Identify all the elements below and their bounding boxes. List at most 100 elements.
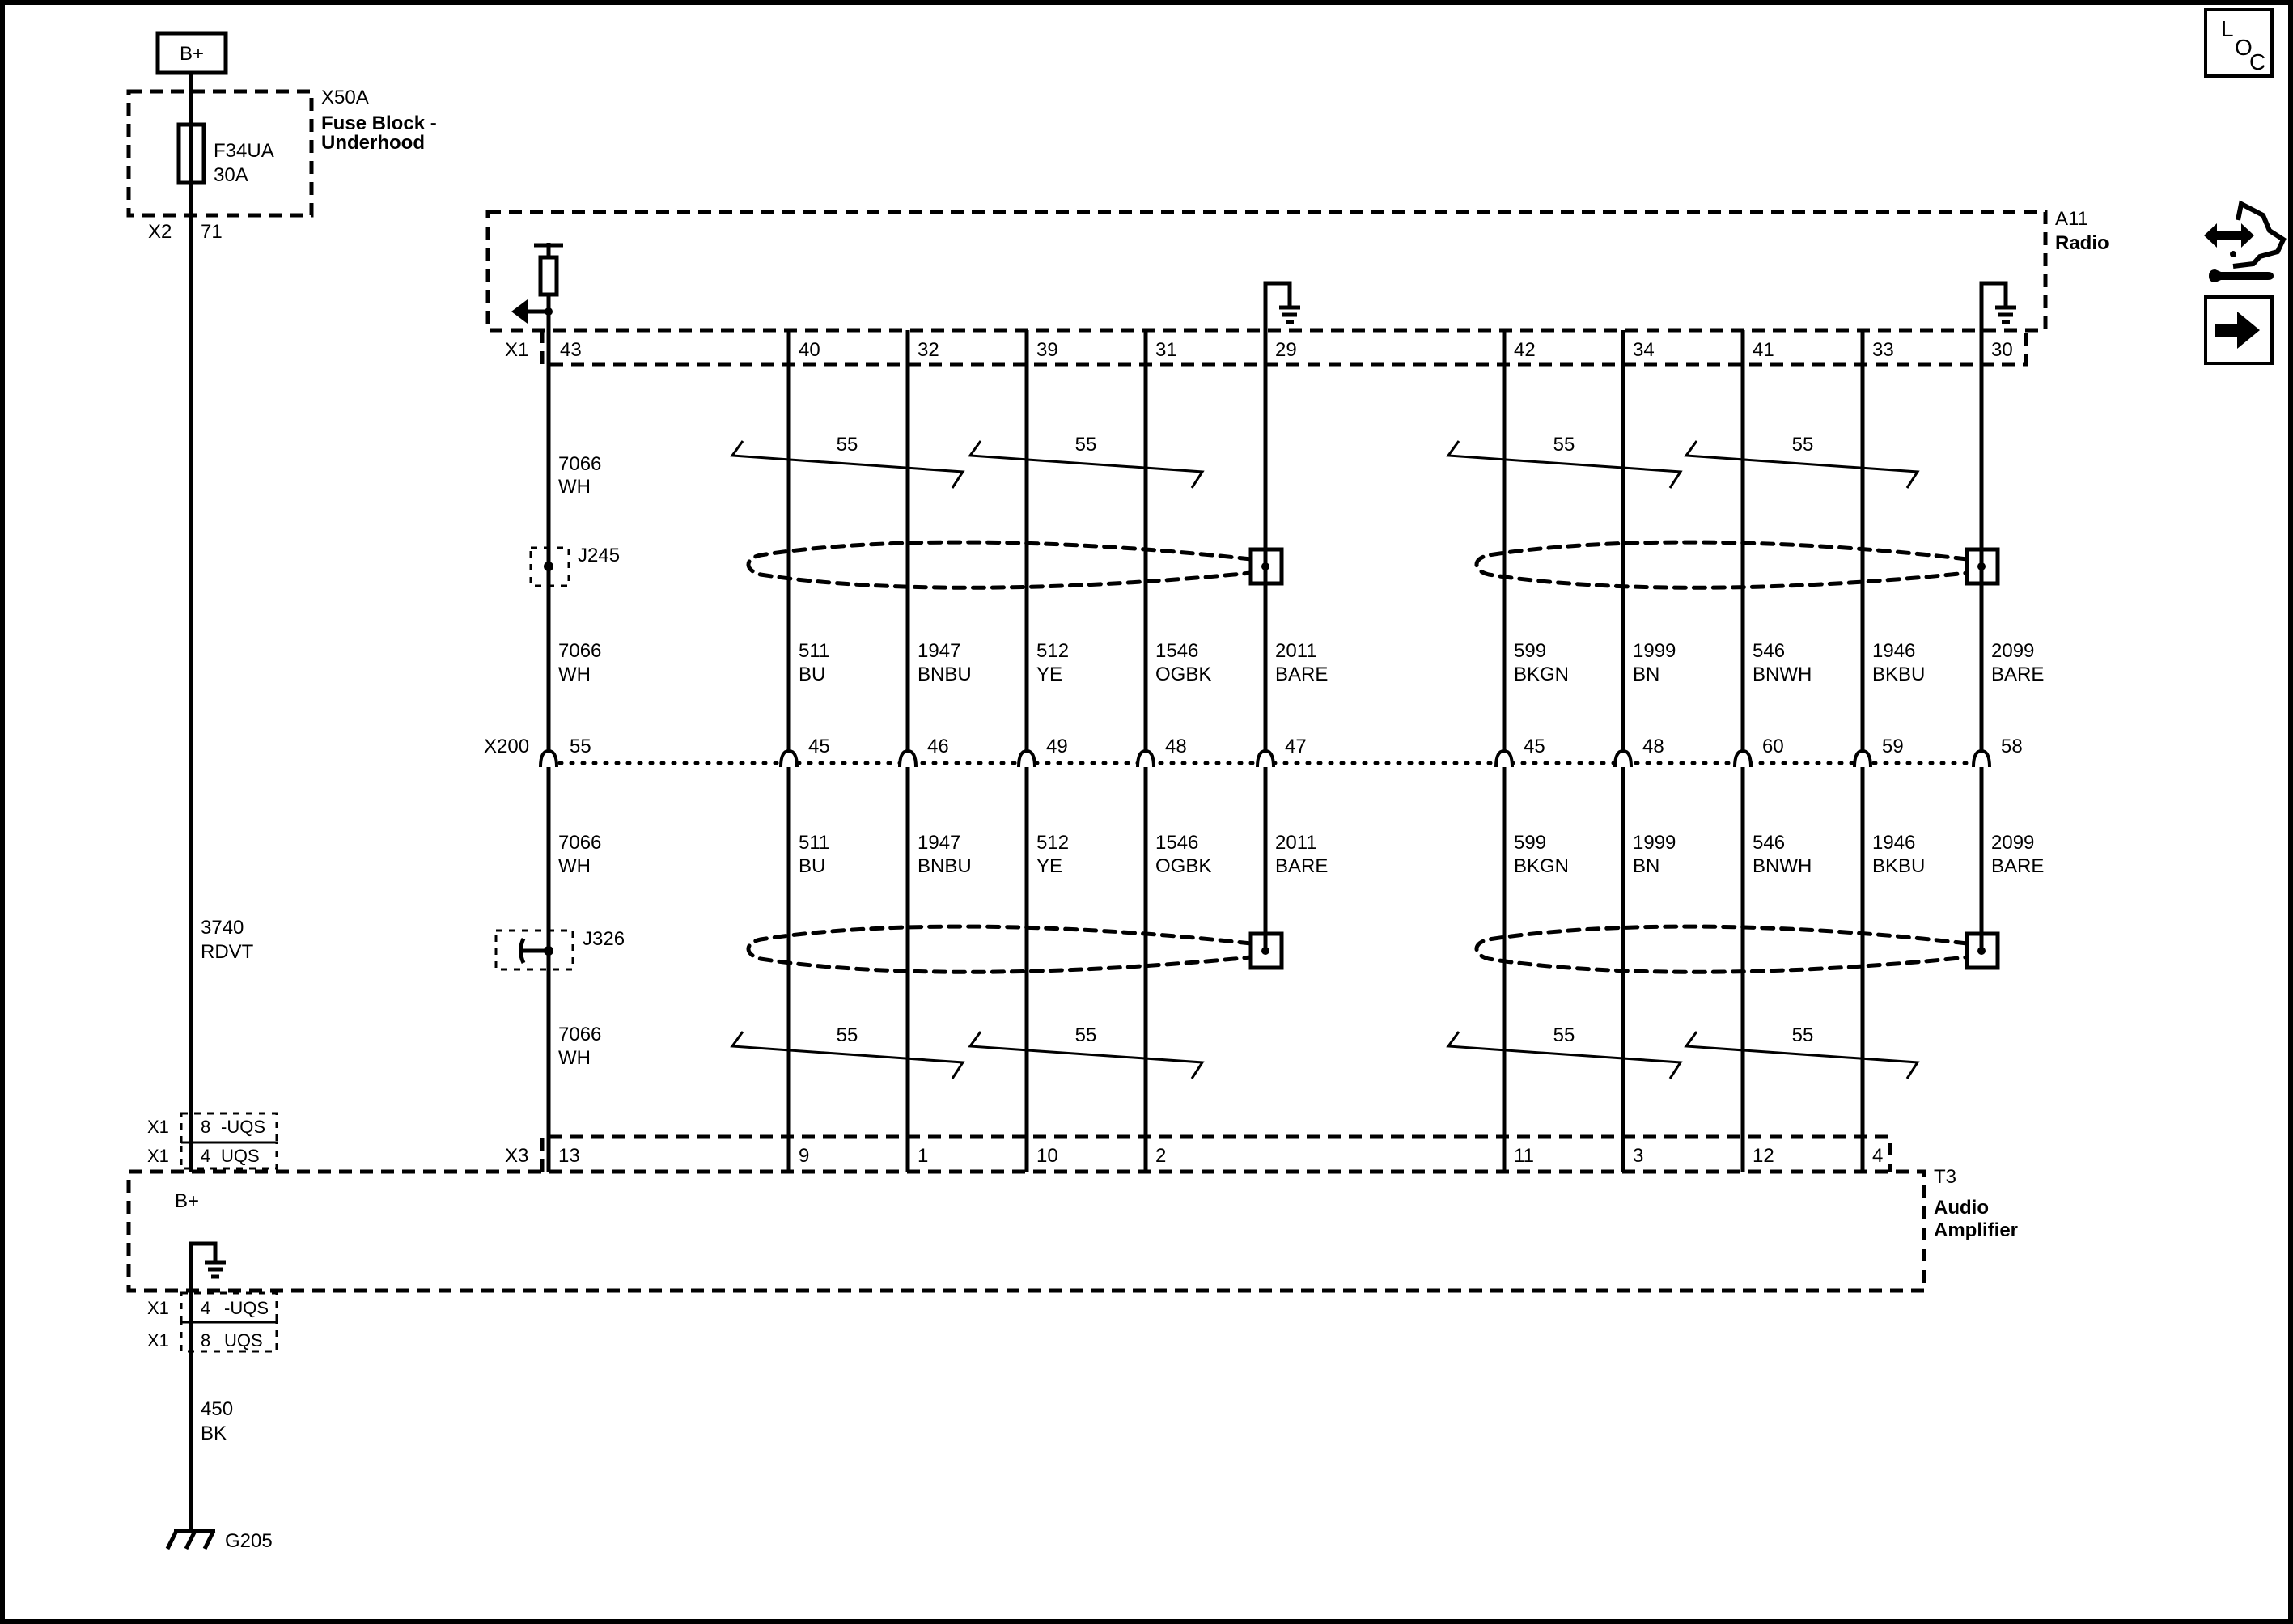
amp-pin: 12 [1753,1145,1774,1167]
amp-power-option-2: UQS [221,1146,260,1166]
radio-pin: 31 [1155,339,1177,361]
ground-icon [1263,281,1300,330]
wire-circuit: 1999 [1633,832,1676,854]
amp-ground-connectors: X1 4 -UQS X1 8 UQS [147,1291,278,1353]
ground-icon [1979,281,2016,330]
amp-id: T3 [1934,1166,1956,1188]
twist-label: 55 [1075,434,1097,456]
fuse-block-name-2: Underhood [321,132,425,154]
wire-color: BKBU [1872,664,1925,685]
amp-pins: 13 9 1 10 2 11 3 12 4 [558,1145,1883,1167]
radio-pins: 43 40 32 39 31 29 42 34 41 33 30 [560,339,2013,361]
twisted-pair-symbols-upper: 55 55 55 55 [730,434,1920,489]
wire-color: OGBK [1155,855,1211,877]
amp-power-pin-1: 8 [201,1117,210,1137]
amp-ground-conn-1: X1 [147,1298,169,1318]
radio-pin: 41 [1753,339,1774,361]
amp-pin: 2 [1155,1145,1166,1167]
splice-upper-label: J245 [578,545,620,566]
ground-id: G205 [225,1530,273,1552]
shield-upper-left [746,540,1284,590]
radio-connector: X1 [505,339,528,361]
ground-icon [189,1241,226,1291]
wire-circuit: 1947 [918,640,960,662]
amp-power-conn-1: X1 [147,1117,169,1137]
wire-circuit: 2099 [1991,832,2034,854]
amp-pin: 10 [1036,1145,1058,1167]
wire-circuit: 511 [799,832,829,854]
wire-circuit: 2011 [1275,640,1317,662]
wire-color: BU [799,855,825,877]
loc-letter-l: L [2221,16,2234,41]
x200-pin: 47 [1285,736,1307,757]
splice-lower-label: J326 [583,928,625,950]
wire-color: BKBU [1872,855,1925,877]
arrow-left-icon [511,299,528,324]
x200-pin: 49 [1046,736,1068,757]
inline-connector-x200: X200 55 45 46 49 48 47 45 48 60 59 58 [484,736,2023,768]
wrench-connector-icon[interactable] [2204,200,2287,282]
twist-label: 55 [1075,1024,1097,1046]
loc-letter-c: C [2249,49,2265,74]
radio-pin: 29 [1275,339,1297,361]
radio-pin: 32 [918,339,939,361]
wire-color: BKGN [1514,664,1569,685]
shield-lower-left [746,924,1284,974]
wire-circuit: 546 [1753,832,1785,854]
wire-color: BN [1633,855,1659,877]
amp-ground-option-1: -UQS [224,1298,269,1318]
fuse-block: X50A Fuse Block - Underhood F34UA 30A X2… [126,87,437,243]
amp-power-conn-2: X1 [147,1146,169,1166]
x200-pin: 55 [570,736,591,757]
fuse-block-name-1: Fuse Block - [321,112,437,134]
wire-circuit: 1946 [1872,832,1915,854]
amp-power-connectors: X1 8 -UQS X1 4 UQS [147,1112,278,1170]
x200-pin: 58 [2001,736,2023,757]
wire-circuit: 512 [1036,640,1069,662]
next-page-button[interactable] [2204,295,2274,365]
wire-circuit: 546 [1753,640,1785,662]
twist-label: 55 [837,1024,858,1046]
wire-color: OGBK [1155,664,1211,685]
amp-connector: X3 [505,1145,528,1167]
wire-labels-mid: 7066 WH 511 BU 1947 BNBU 512 YE 1546 OGB… [558,640,2044,685]
wire-color: WH [558,855,591,877]
wire-circuit: 1946 [1872,640,1915,662]
internal-fuse-icon [538,255,559,297]
ground-wire-color: BK [201,1423,227,1444]
location-button[interactable]: L O C [2204,8,2274,78]
wire-circuit: 1947 [918,832,960,854]
amp-power-pin-2: 4 [201,1146,210,1166]
radio-pin: 30 [1991,339,2013,361]
x200-label: X200 [484,736,529,757]
wire-color: BU [799,664,825,685]
wire-color: BKGN [1514,855,1569,877]
amp-pin: 1 [918,1145,928,1167]
wire-circuit: 599 [1514,640,1546,662]
wire-labels-lower: 7066 WH 511 BU 1947 BNBU 512 YE 1546 OGB… [558,832,2044,877]
wire-color: BARE [1275,855,1328,877]
radio-pin: 43 [560,339,582,361]
amplifier-module: X3 T3 Audio Amplifier B+ [126,1134,2018,1293]
x200-pin: 48 [1165,736,1187,757]
splice-j245: J245 [529,545,620,587]
loc-letter-o: O [2235,35,2253,60]
twist-label: 55 [1553,1024,1575,1046]
feed-wire-color: RDVT [201,941,254,963]
wire-circuit: 7066 [558,640,601,662]
power-source: B+ [155,31,228,75]
radio-pin: 34 [1633,339,1655,361]
wire-color: WH [558,664,591,685]
amp-ground-option-2: UQS [224,1330,263,1351]
wire-color: BN [1633,664,1659,685]
amp-pin: 3 [1633,1145,1643,1167]
wire-circuit: 1999 [1633,640,1676,662]
radio-pin: 39 [1036,339,1058,361]
wire-circuit: 7066 [558,453,601,475]
x200-pin: 45 [808,736,830,757]
wire-circuit: 2011 [1275,832,1317,854]
fuse-rating: 30A [214,164,248,186]
wire-color: BARE [1991,664,2044,685]
